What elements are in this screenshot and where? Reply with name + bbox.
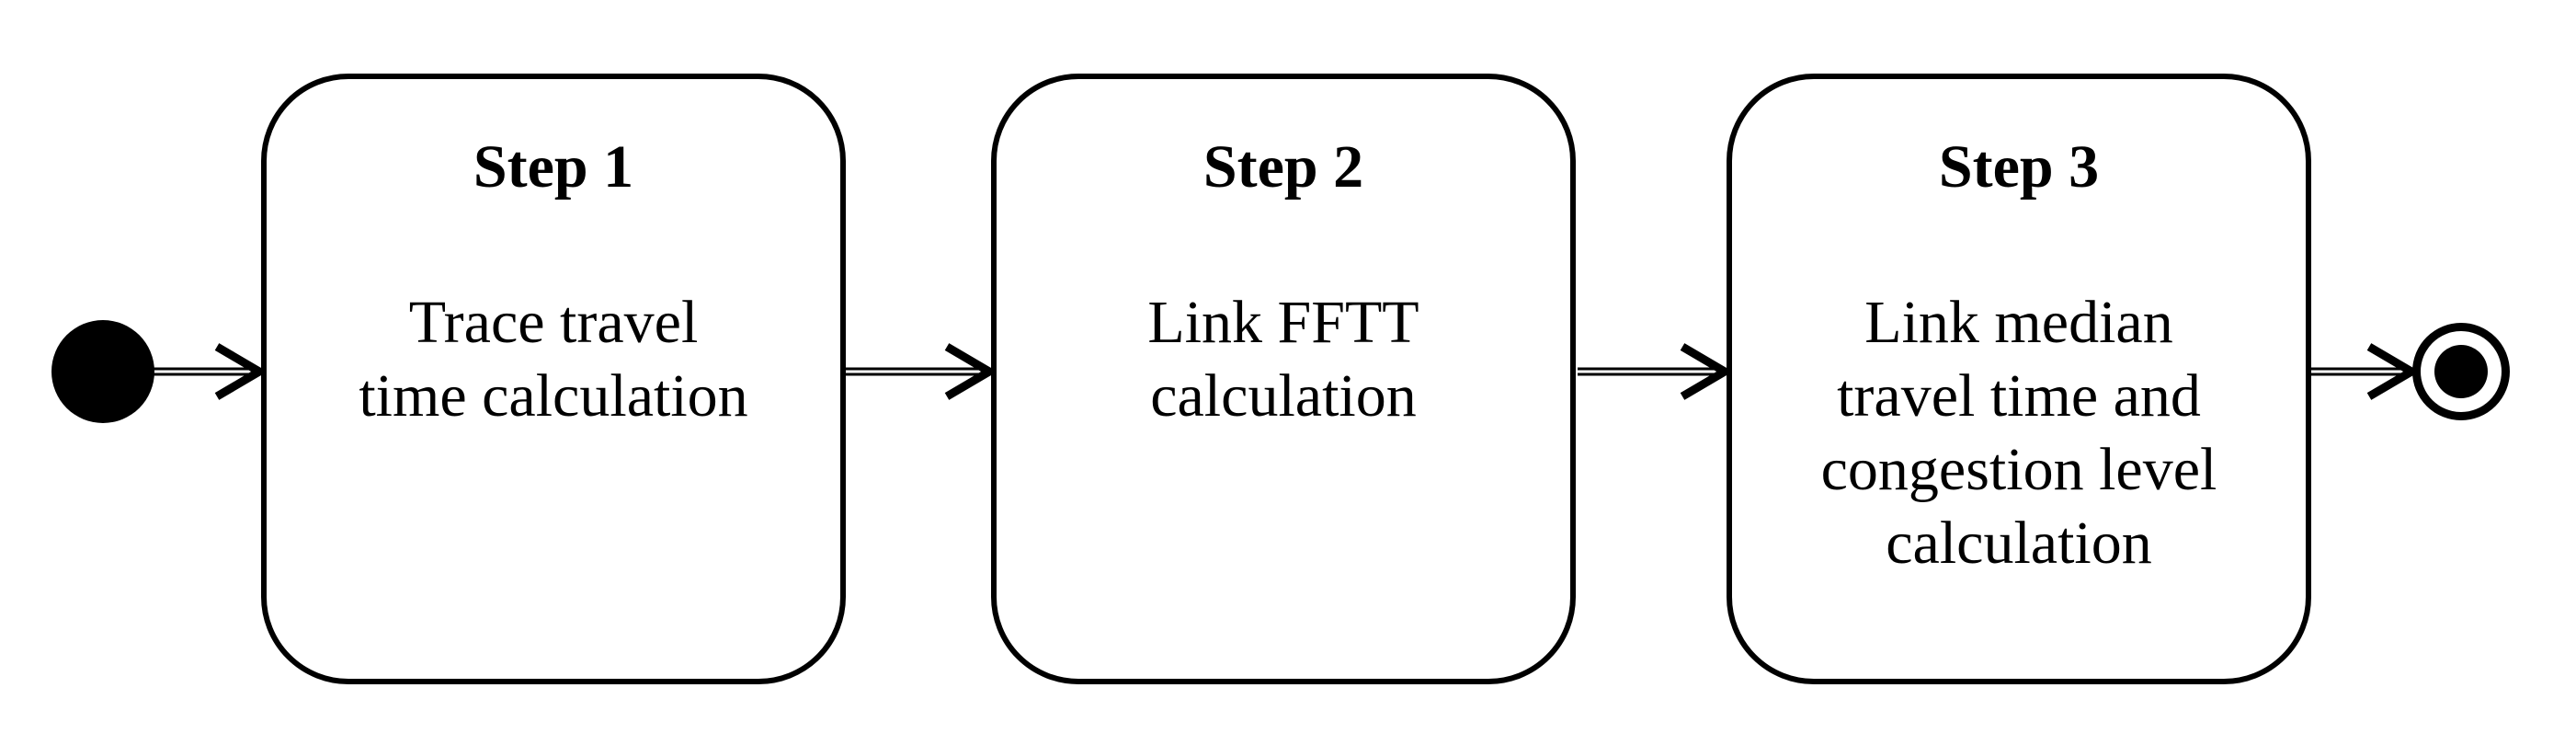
step-3-title: Step 3 (1938, 133, 2100, 201)
step-1-box: Step 1 Trace travel time calculation (261, 74, 846, 684)
step-2-box: Step 2 Link FFTT calculation (991, 74, 1576, 684)
step-1-body: Trace travel time calculation (359, 289, 748, 430)
final-node-icon (2412, 323, 2510, 420)
final-node-dot-icon (2434, 345, 2488, 398)
flow-arrow-start-to-step1 (153, 321, 263, 422)
arrow-right-icon (1578, 343, 1728, 400)
step-3-body: Link median travel time and congestion l… (1820, 289, 2217, 577)
arrow-right-icon (842, 343, 993, 400)
arrow-right-icon (2310, 343, 2415, 400)
initial-node-icon (51, 320, 154, 423)
flow-arrow-step2-to-step3 (1578, 321, 1728, 422)
step-3-box: Step 3 Link median travel time and conge… (1727, 74, 2311, 684)
flow-arrow-step1-to-step2 (842, 321, 993, 422)
step-2-title: Step 2 (1203, 133, 1364, 201)
flow-arrow-step3-to-end (2310, 321, 2415, 422)
step-1-title: Step 1 (473, 133, 634, 201)
arrow-right-icon (153, 343, 263, 400)
step-2-body: Link FFTT calculation (1147, 289, 1419, 430)
